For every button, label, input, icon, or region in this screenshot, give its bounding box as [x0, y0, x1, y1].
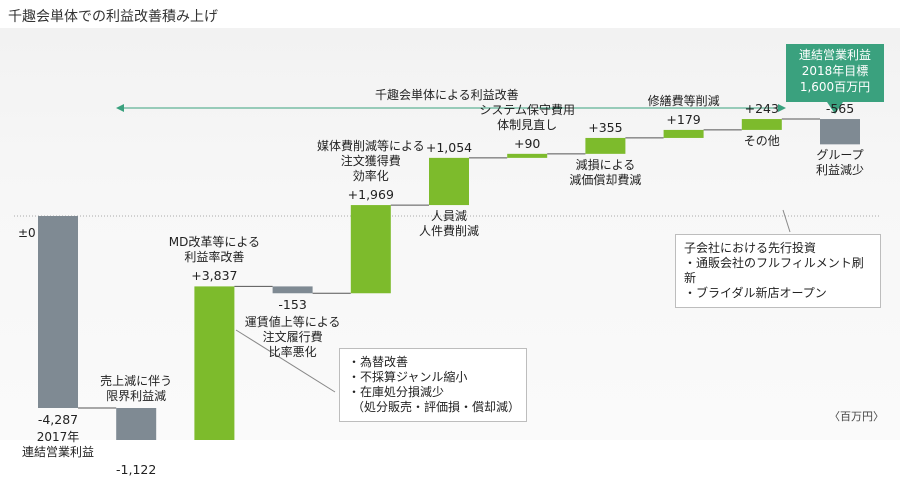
value-label-2-line: -1,122: [116, 462, 157, 477]
bar-1: [38, 216, 78, 408]
value-label-9-line: +179: [666, 111, 701, 127]
improvement-span-label: 千趣会単体による利益改善: [375, 88, 519, 102]
value-label-10-line: +243: [744, 101, 779, 117]
category-label-5: 媒体費削減等による注文獲得費効率化: [301, 139, 441, 184]
category-label-9-line: 修繕費等削減: [647, 93, 720, 108]
category-label-8-line: 減損による: [575, 157, 636, 172]
bar-9: [663, 129, 704, 138]
waterfall-chart: 千趣会単体での利益改善積み上げ ±0 千趣会単体による利益改善 連結営業利益 2…: [0, 9, 900, 477]
category-label-3-line: 利益率改善: [184, 250, 245, 265]
category-label-8-line: 減価償却費減: [569, 172, 642, 187]
category-label-1: 2017年連結営業利益: [0, 430, 128, 460]
bar-4: [272, 286, 313, 294]
category-label-10: その他: [692, 134, 832, 149]
bar-3: [194, 286, 235, 440]
span-arrow-right-head: [778, 104, 786, 112]
category-label-6-line: 人件費削減: [418, 224, 479, 239]
value-label-11-line: -565: [825, 101, 855, 117]
callout-left-line: （処分販売・評価損・償却減）: [352, 400, 521, 414]
unit-label: 〈百万円〉: [829, 410, 884, 423]
callout-right-line: 子会社における先行投資: [684, 241, 817, 255]
value-label-2: -1,122: [66, 462, 206, 477]
category-label-3: MD改革等による利益率改善: [144, 235, 284, 265]
category-label-11-line: 利益減少: [815, 163, 864, 178]
category-label-5-line: 効率化: [352, 169, 389, 184]
callout-left-line: ・不採算ジャンル縮小: [348, 370, 468, 384]
category-label-11: グループ利益減少: [770, 148, 900, 178]
target-line-1: 連結営業利益: [798, 48, 871, 62]
category-label-5-line: 注文獲得費: [340, 154, 401, 169]
category-label-4-line: 注文履行費: [262, 330, 323, 345]
value-label-5-line: +1,969: [347, 187, 394, 203]
bar-11: [820, 119, 860, 145]
target-box-pointer: [827, 102, 843, 114]
value-label-11: -565: [770, 101, 900, 116]
value-label-8-line: +355: [588, 119, 623, 135]
chart-plot: [14, 102, 880, 440]
category-label-1-line: 連結営業利益: [21, 445, 94, 459]
category-label-5-line: 媒体費削減等による: [316, 139, 425, 154]
callout-left-line: ・在庫処分損減少: [348, 385, 445, 399]
baseline-label: ±0: [18, 226, 36, 240]
bar-6: [429, 157, 469, 206]
category-label-2: 売上減に伴う限界利益減: [66, 374, 206, 404]
category-label-11-line: グループ: [816, 148, 864, 163]
category-label-3-line: MD改革等による: [168, 235, 260, 250]
callout-left-line: ・為替改善: [348, 355, 409, 369]
bar-10: [741, 119, 782, 130]
target-box: 連結営業利益 2018年目標 1,600百万円: [786, 44, 884, 102]
bar-7: [507, 153, 548, 158]
category-label-7-line: 体制見直し: [497, 117, 558, 132]
value-label-4: -153: [223, 297, 363, 312]
span-arrow-left-head: [116, 104, 124, 112]
category-label-6-line: 人員減: [430, 209, 467, 224]
value-label-4-line: -153: [278, 297, 307, 313]
category-label-9: 修繕費等削減: [614, 94, 754, 109]
category-label-4-line: 運賃値上等による: [244, 315, 341, 330]
category-label-1-line: 2017年: [36, 430, 80, 444]
category-label-4: 運賃値上等による注文履行費比率悪化: [223, 315, 363, 360]
category-label-8: 減損による減価償却費減: [535, 158, 675, 188]
callout-left: ・為替改善 ・不採算ジャンル縮小 ・在庫処分損減少 （処分販売・評価損・償却減）: [339, 348, 527, 422]
category-label-2-line: 売上減に伴う: [100, 374, 173, 388]
bar-5: [350, 205, 391, 294]
value-label-7-line: +90: [513, 135, 541, 151]
value-label-10: +243: [692, 101, 832, 116]
category-label-10-line: その他: [743, 133, 780, 148]
callout-leader-1: [235, 329, 336, 393]
callout-right-line: ・ブライダル新店オープン: [684, 286, 827, 300]
bar-8: [585, 137, 626, 154]
category-label-2-line: 限界利益減: [106, 389, 167, 403]
callout-leader-2: [782, 209, 791, 233]
target-line-2: 2018年目標: [801, 64, 869, 78]
value-label-5: +1,969: [301, 187, 441, 202]
value-label-6: +1,054: [379, 140, 519, 155]
category-label-7: システム保守費用体制見直し: [457, 103, 597, 133]
value-label-6-line: +1,054: [425, 139, 473, 155]
value-label-1: -4,287: [0, 412, 128, 427]
callout-right-line: ・通販会社のフルフィルメント刷新: [684, 256, 864, 285]
value-label-3: +3,837: [144, 268, 284, 283]
category-label-6: 人員減人件費削減: [379, 209, 519, 239]
value-label-3-line: +3,837: [191, 268, 238, 284]
category-label-4-line: 比率悪化: [268, 345, 317, 360]
value-label-8: +355: [535, 120, 675, 135]
value-label-7: +90: [457, 136, 597, 151]
category-label-7-line: システム保守費用: [479, 102, 576, 117]
bar-2: [116, 408, 157, 440]
value-label-9: +179: [614, 112, 754, 127]
callout-right: 子会社における先行投資 ・通販会社のフルフィルメント刷新 ・ブライダル新店オープ…: [675, 234, 881, 308]
target-line-3: 1,600百万円: [799, 80, 871, 94]
value-label-1-line: -4,287: [37, 412, 79, 427]
chart-title: 千趣会単体での利益改善積み上げ: [8, 9, 218, 25]
